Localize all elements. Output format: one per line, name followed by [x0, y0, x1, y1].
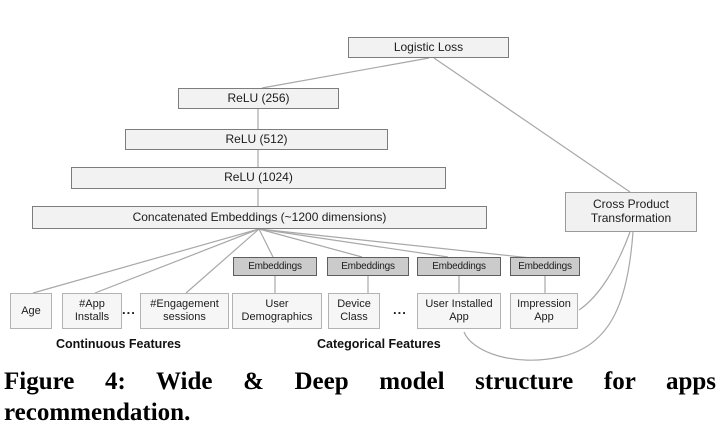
feature-app-installs: #App Installs [62, 293, 122, 329]
figure-caption: Figure 4: Wide & Deep model structure fo… [4, 366, 716, 428]
edge-concat-emb3 [258, 228, 449, 258]
edge-concat-emb4 [258, 228, 532, 259]
edge-crossproduct-user-installed-app [463, 231, 634, 361]
node-logistic-loss: Logistic Loss [348, 37, 509, 58]
edge-concat-emb2 [258, 228, 363, 258]
edge-loss-relu256 [261, 57, 430, 89]
node-relu-256: ReLU (256) [178, 88, 339, 109]
node-embeddings-2: Embeddings [327, 257, 409, 276]
node-relu-512: ReLU (512) [125, 129, 388, 150]
label-categorical-features: Categorical Features [317, 337, 441, 351]
node-relu-1024: ReLU (1024) [71, 167, 446, 189]
caption-line-2: recommendation. [4, 399, 191, 426]
caption-line-1: Figure 4: Wide & Deep model structure fo… [4, 368, 716, 395]
node-embeddings-3: Embeddings [417, 257, 501, 276]
ellipsis-categorical: ... [393, 302, 407, 317]
edge-loss-crossproduct [433, 57, 631, 193]
edge-crossproduct-impression-app [578, 231, 631, 311]
node-cross-product-transformation: Cross Product Transformation [565, 192, 697, 232]
node-concatenated-embeddings: Concatenated Embeddings (~1200 dimension… [32, 206, 487, 229]
edge-concat-age [32, 228, 260, 294]
node-embeddings-4: Embeddings [510, 257, 580, 276]
edge-concat-emb1 [258, 228, 274, 258]
feature-device-class: Device Class [328, 293, 380, 329]
feature-engagement-sessions: #Engagement sessions [140, 293, 229, 329]
node-embeddings-1: Embeddings [233, 257, 317, 276]
feature-age: Age [10, 293, 52, 329]
feature-user-demographics: User Demographics [232, 293, 322, 329]
edge-concat-engagement [185, 228, 260, 294]
edge-concat-app-installs [94, 228, 260, 294]
ellipsis-continuous: ... [122, 302, 136, 317]
feature-user-installed-app: User Installed App [417, 293, 501, 329]
feature-impression-app: Impression App [510, 293, 578, 329]
label-continuous-features: Continuous Features [56, 337, 182, 351]
